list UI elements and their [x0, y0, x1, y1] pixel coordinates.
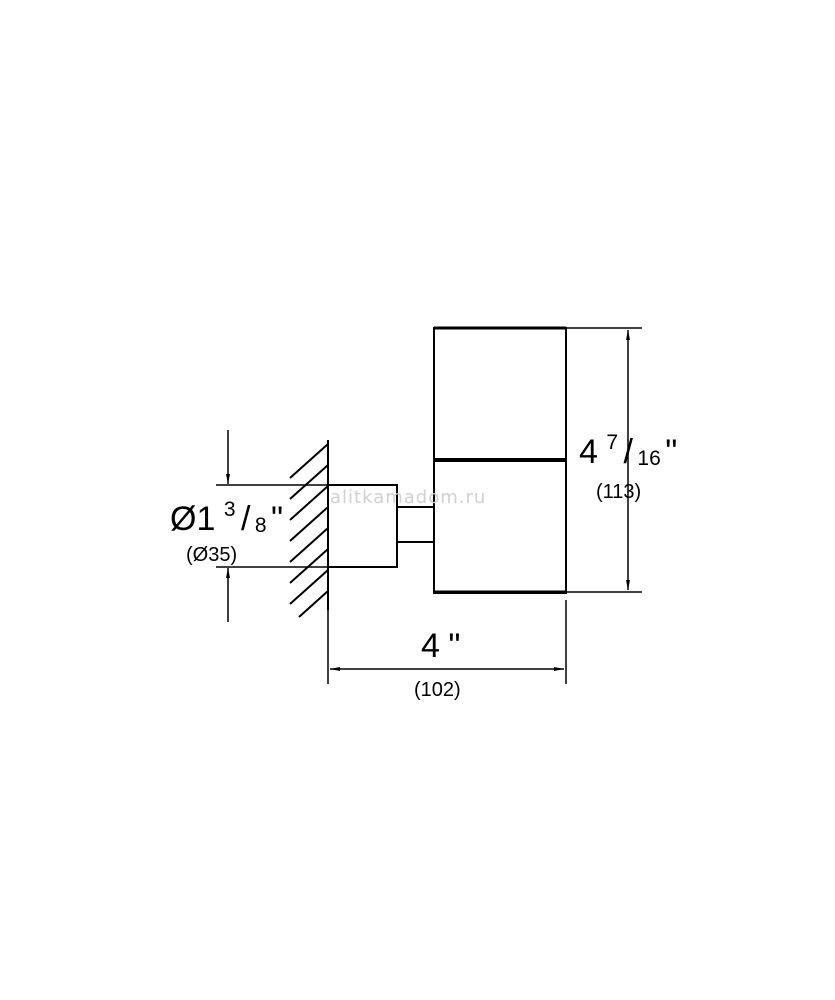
diameter-value: Ø1 3 / 8 ": [170, 498, 283, 538]
cylinder-body: [433, 326, 567, 594]
wall-hatching: [289, 440, 329, 618]
width-metric: (102): [414, 679, 461, 701]
diameter-dimension: [216, 430, 328, 622]
watermark: alitkamadom.ru: [330, 487, 486, 508]
diameter-metric: (Ø35): [186, 544, 237, 566]
height-metric: (113): [596, 481, 641, 503]
height-value: 4 7 / 16 ": [579, 431, 677, 471]
width-value: 4 ": [421, 627, 460, 665]
height-dimension: [566, 327, 642, 593]
connector-pipe: [396, 506, 435, 543]
width-dimension: [327, 600, 567, 684]
